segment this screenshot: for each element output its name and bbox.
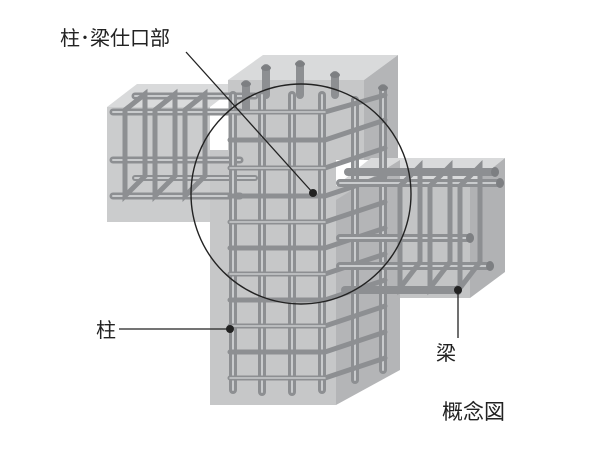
joint-callout-circle (190, 83, 412, 305)
beam-leader-dot (454, 286, 462, 294)
column-label: 柱 (96, 318, 116, 342)
left-beam-rebar (109, 88, 259, 203)
right-beam-rebar (336, 159, 504, 296)
column-lower-side (336, 160, 400, 405)
joint-label: 柱･梁仕口部 (60, 26, 170, 50)
column-top (228, 55, 398, 80)
joint-leader-dot (309, 189, 317, 197)
column-rebar (227, 60, 388, 396)
column-leader-dot (226, 325, 234, 333)
joint-leader-line (185, 51, 314, 194)
beam-label: 梁 (436, 341, 456, 365)
diagram-caption: 概念図 (442, 400, 505, 424)
